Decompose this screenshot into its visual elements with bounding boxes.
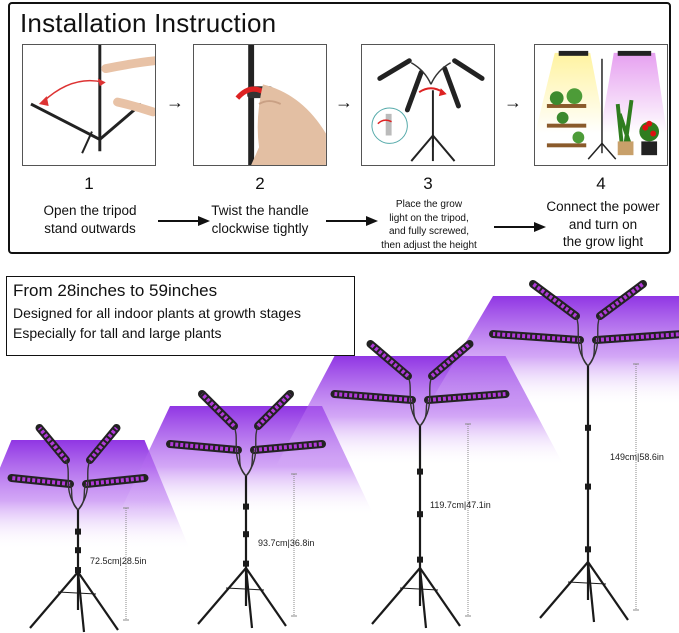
stand-4-panel-4-leds bbox=[595, 332, 679, 342]
stand-1-arm-inner-right bbox=[77, 483, 87, 511]
stand-3-arm-inner-right bbox=[419, 399, 429, 427]
info-line-1: Designed for all indoor plants at growth… bbox=[13, 305, 301, 321]
handle-twist-illustration bbox=[235, 45, 326, 165]
grow-light-plants-illustration bbox=[535, 50, 667, 160]
stand-3-panel-2-leds bbox=[430, 342, 471, 378]
arrow-right-icon bbox=[326, 216, 378, 226]
stand-3-knob-2 bbox=[417, 511, 423, 518]
stand-2-panel-4-leds bbox=[253, 442, 323, 452]
step-2-text: Twist the handle clockwise tightly bbox=[211, 203, 309, 236]
stand-1-panel-4-frame bbox=[82, 474, 149, 488]
stand-1-knob-1 bbox=[75, 528, 81, 535]
stand-4-leg-brace bbox=[567, 581, 607, 585]
stand-2-knob-3 bbox=[243, 560, 249, 567]
stand-4-knob-1 bbox=[585, 424, 591, 431]
step-1-image bbox=[22, 44, 156, 166]
stand-4-leg-back bbox=[586, 561, 596, 623]
stand-1-panel-2-leds bbox=[88, 426, 119, 462]
arrow-right-icon: → bbox=[335, 92, 353, 112]
step-2-number: 2 bbox=[255, 174, 265, 193]
step-2-image bbox=[193, 44, 327, 166]
step-4-number: 4 bbox=[596, 174, 606, 193]
stand-3-knob-1 bbox=[417, 468, 423, 475]
installation-title: Installation Instruction bbox=[20, 8, 277, 38]
light-mounting-illustration bbox=[371, 58, 485, 162]
step-1-text: Open the tripod stand outwards bbox=[43, 203, 137, 236]
stand-4-leg-left bbox=[539, 561, 589, 619]
stand-4-panel-1-leds bbox=[531, 282, 578, 318]
stand-2 bbox=[166, 390, 326, 629]
info-line-2: Especially for tall and large plants bbox=[13, 325, 222, 341]
stand-2-panel-1-leds bbox=[200, 392, 236, 428]
stand-3-leg-back bbox=[418, 567, 428, 629]
stand-layer bbox=[7, 280, 679, 633]
stand-3-leg-brace bbox=[399, 587, 439, 591]
stand-3-leg-left bbox=[371, 567, 421, 625]
stand-4-arm-inner-right bbox=[587, 339, 597, 367]
stands-illustration bbox=[0, 280, 679, 633]
stand-3-knob-3 bbox=[417, 556, 423, 563]
stand-2-arm-inner-right bbox=[245, 449, 255, 477]
stand-4-panel-2-leds bbox=[598, 282, 645, 318]
stand-4-knob-2 bbox=[585, 483, 591, 490]
stand-2-leg-right bbox=[245, 567, 287, 627]
stand-4 bbox=[489, 280, 679, 623]
step-3-image bbox=[361, 44, 495, 166]
stand-4-height-label: 149cm|58.6in bbox=[610, 452, 664, 462]
height-comparison-scene: 72.5cm|28.5in 93.7cm|36.8in 119.7cm|47.1… bbox=[0, 270, 679, 633]
step-3-number: 3 bbox=[423, 174, 433, 193]
arrow-right-icon bbox=[158, 216, 210, 226]
step-3-text: Place the grow light on the tripod, and … bbox=[381, 199, 477, 251]
stand-4-arm-inner-left bbox=[579, 339, 589, 367]
stand-3-panel-4-leds bbox=[427, 392, 506, 402]
installation-panel: Installation Instruction → → bbox=[8, 2, 671, 254]
stand-1-knob-2 bbox=[75, 547, 81, 554]
light-glow-layer bbox=[0, 296, 679, 550]
stand-2-leg-brace bbox=[225, 587, 265, 591]
stand-4-light-glow bbox=[428, 296, 679, 406]
stand-3-panel-3-leds bbox=[334, 392, 413, 402]
stand-1 bbox=[7, 424, 149, 633]
stand-2-knob-2 bbox=[243, 531, 249, 538]
step-4-text: Connect the power and turn on the grow l… bbox=[546, 199, 660, 250]
stand-2-arm-inner-left bbox=[237, 449, 247, 477]
stand-1-height-label: 72.5cm|28.5in bbox=[90, 556, 147, 566]
stand-2-leg-back bbox=[244, 567, 254, 629]
stand-3-panel-1-leds bbox=[369, 342, 410, 378]
stand-1-panel-1-leds bbox=[37, 426, 68, 462]
stand-1-knob-3 bbox=[75, 567, 81, 574]
stand-1-leg-back bbox=[76, 571, 86, 633]
arrow-right-icon bbox=[494, 222, 546, 232]
stand-1-leg-left bbox=[29, 571, 79, 629]
stand-3-leg-right bbox=[419, 567, 461, 627]
step-1-number: 1 bbox=[84, 174, 94, 193]
stand-2-height-label: 93.7cm|36.8in bbox=[258, 538, 315, 548]
stand-4-panel-3-leds bbox=[492, 332, 581, 342]
stand-1-arm-inner-left bbox=[69, 483, 79, 511]
stand-1-leg-right bbox=[77, 571, 119, 631]
arrow-right-icon: → bbox=[504, 92, 522, 112]
height-info-box: From 28inches to 59inches Designed for a… bbox=[6, 276, 355, 356]
stand-4-knob-3 bbox=[585, 546, 591, 553]
stand-3 bbox=[330, 340, 510, 629]
stand-2-panel-2-leds bbox=[256, 392, 292, 428]
tripod-opening-illustration bbox=[30, 45, 155, 154]
stand-2-panel-3-leds bbox=[169, 442, 239, 452]
step-4-image bbox=[534, 44, 668, 166]
stand-3-arm-inner-left bbox=[411, 399, 421, 427]
stand-4-leg-right bbox=[587, 561, 629, 621]
stand-2-leg-left bbox=[197, 567, 247, 625]
stand-1-panel-3-frame bbox=[7, 474, 74, 488]
arrow-right-icon: → bbox=[166, 92, 184, 112]
height-range-title: From 28inches to 59inches bbox=[13, 281, 218, 300]
stand-2-knob-1 bbox=[243, 503, 249, 510]
stand-1-leg-brace bbox=[57, 591, 97, 595]
stand-3-height-label: 119.7cm|47.1in bbox=[430, 500, 491, 510]
